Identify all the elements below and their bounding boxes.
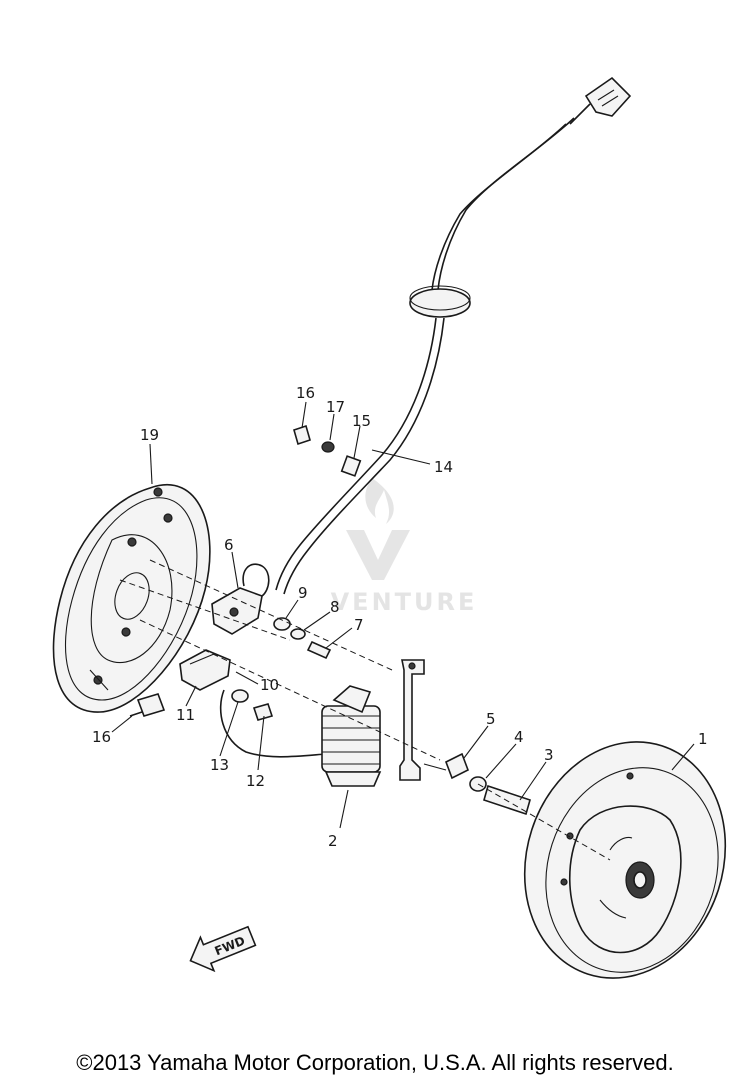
callout-6: 6 — [224, 536, 234, 554]
assembly-axes — [119, 559, 611, 861]
screw-7 — [306, 640, 332, 660]
callout-1: 1 — [698, 730, 708, 748]
watermark-v-icon — [346, 530, 410, 580]
wire-harness — [275, 117, 575, 595]
callout-10: 10 — [260, 676, 279, 694]
callout-4: 4 — [514, 728, 524, 746]
callout-2: 2 — [328, 832, 338, 850]
fasteners — [129, 424, 531, 816]
fwd-arrow: FWD — [189, 925, 257, 973]
callout-13: 13 — [210, 756, 229, 774]
callout-5: 5 — [486, 710, 496, 728]
watermark-flame-icon — [365, 478, 394, 524]
callout-17: 17 — [326, 398, 345, 416]
flywheel — [523, 741, 727, 979]
washer-8 — [290, 628, 306, 640]
grommet — [409, 288, 471, 318]
contact-breaker — [211, 563, 270, 635]
watermark: VENTURE — [331, 478, 478, 616]
callout-12: 12 — [246, 772, 265, 790]
callout-15: 15 — [352, 412, 371, 430]
washer-17 — [321, 441, 335, 453]
fwd-arrow-icon — [189, 925, 257, 973]
screw-16-bottom — [136, 693, 166, 717]
screw-16-top — [293, 424, 311, 446]
condenser — [179, 649, 327, 758]
callout-8: 8 — [330, 598, 340, 616]
callout-7: 7 — [354, 616, 364, 634]
harness-connector — [569, 76, 632, 125]
bolt-3 — [483, 784, 531, 816]
woodruff-key-5 — [444, 752, 470, 780]
callout-14: 14 — [434, 458, 453, 476]
callout-9: 9 — [298, 584, 308, 602]
leader-lines — [111, 401, 695, 829]
stator-base-plate — [52, 484, 211, 713]
callouts: 1 2 3 4 5 6 7 8 9 10 11 12 13 14 15 16 1… — [92, 384, 708, 850]
callout-16-top: 16 — [296, 384, 315, 402]
callout-11: 11 — [176, 706, 195, 724]
washer-13 — [231, 689, 249, 703]
wire-clamp — [340, 455, 362, 477]
screw-12 — [252, 703, 274, 721]
callout-19: 19 — [140, 426, 159, 444]
copyright-notice: ©2013 Yamaha Motor Corporation, U.S.A. A… — [76, 1050, 674, 1075]
bracket — [399, 659, 447, 781]
callout-3: 3 — [544, 746, 554, 764]
lighting-coil — [321, 685, 382, 787]
callout-16-bottom: 16 — [92, 728, 111, 746]
watermark-text: VENTURE — [331, 588, 478, 616]
